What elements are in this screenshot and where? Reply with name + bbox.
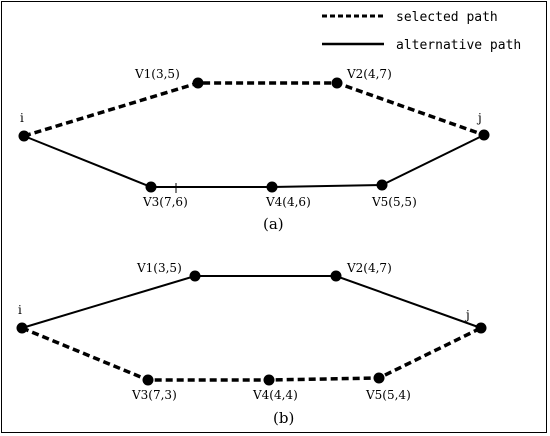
diagram-a-label-v4: V4(4,6) — [265, 195, 311, 209]
diagram-a-node-v2 — [331, 77, 343, 89]
diagram-a: i V1(3,5) V2(4,7) j V3(7,6) V4(4,6) V5(5… — [18, 67, 490, 233]
diagram-b-label-j: j — [464, 308, 470, 322]
legend-alternative-label: alternative path — [396, 38, 521, 53]
diagram-a-node-v1 — [192, 77, 204, 89]
diagram-b-node-v5 — [373, 372, 385, 384]
diagram-b-node-v3 — [142, 374, 154, 386]
diagram-a-node-j — [478, 129, 490, 141]
diagram-a-node-v3 — [145, 181, 157, 193]
diagram-b-caption: (b) — [273, 409, 294, 427]
diagram-b-alternative-path — [21, 275, 482, 329]
diagram-a-label-v3: V3(7,6) — [142, 195, 188, 209]
diagram-a-node-i — [18, 130, 30, 142]
diagram-b-node-v1 — [189, 270, 201, 282]
diagram-b-label-i: i — [18, 303, 22, 317]
diagram-a-selected-path — [23, 81, 485, 138]
diagram-a-node-v5 — [376, 179, 388, 191]
diagram-a-caption: (a) — [263, 215, 284, 233]
legend-selected-label: selected path — [396, 10, 498, 25]
diagram-b-label-v1: V1(3,5) — [136, 261, 182, 275]
diagram-b-node-i — [16, 322, 28, 334]
diagram-b-node-v4 — [263, 374, 275, 386]
diagram-b-node-v2 — [330, 270, 342, 282]
diagram-b-node-j — [475, 322, 487, 334]
diagram-a-node-v4 — [266, 181, 278, 193]
diagram-b-label-v3: V3(7,3) — [131, 388, 177, 402]
diagram-a-label-i: i — [20, 111, 24, 125]
diagram-a-label-v1: V1(3,5) — [134, 67, 180, 81]
diagram-a-label-j: j — [476, 111, 482, 125]
diagram-b-label-v2: V2(4,7) — [346, 261, 392, 275]
diagram-b-label-v4: V4(4,4) — [252, 388, 298, 402]
diagram-a-label-v2: V2(4,7) — [346, 67, 392, 81]
diagram-b: i V1(3,5) V2(4,7) j V3(7,3) V4(4,4) V5(5… — [16, 261, 487, 427]
diagram-b-selected-path — [21, 326, 482, 382]
diagram-a-label-v5: V5(5,5) — [371, 195, 417, 209]
diagram-a-alternative-path — [23, 134, 485, 188]
legend: selected path alternative path — [322, 10, 521, 53]
diagram-b-label-v5: V5(5,4) — [365, 388, 411, 402]
